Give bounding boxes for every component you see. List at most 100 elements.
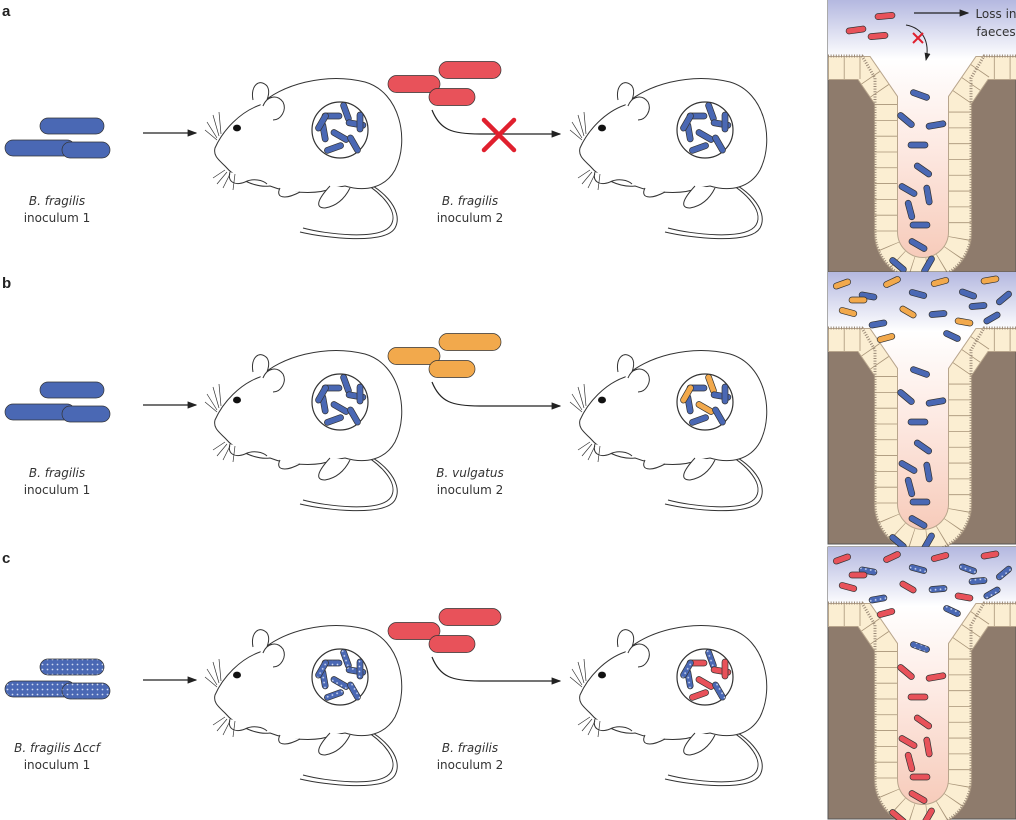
bacterium bbox=[980, 550, 1000, 560]
mouse-icon bbox=[204, 624, 403, 787]
bacterium bbox=[438, 333, 502, 351]
bacterium bbox=[347, 134, 361, 154]
panel-label: a bbox=[2, 3, 11, 20]
bacterium bbox=[39, 381, 105, 399]
intestinal-crypt bbox=[827, 271, 1016, 554]
bacterium bbox=[347, 681, 361, 701]
bacterium bbox=[61, 405, 111, 423]
epithelial-cells bbox=[828, 604, 1016, 820]
bacterium bbox=[324, 142, 344, 154]
intestinal-crypt bbox=[827, 546, 1016, 820]
crypt-bacteria bbox=[833, 275, 1012, 552]
bacterium bbox=[943, 605, 961, 617]
bacterium bbox=[923, 184, 933, 206]
bacterium bbox=[868, 594, 888, 604]
bacterium bbox=[356, 111, 364, 133]
inoculum-1-species: B. fragilis bbox=[29, 194, 85, 208]
bacterium bbox=[904, 476, 916, 498]
bacterium bbox=[910, 366, 930, 378]
bacterium bbox=[315, 112, 329, 132]
bacterium bbox=[959, 288, 977, 300]
bacterium bbox=[925, 672, 947, 682]
bacterium bbox=[897, 664, 915, 680]
bacterium bbox=[909, 221, 931, 229]
bacterium bbox=[904, 751, 916, 773]
bacterium bbox=[907, 693, 929, 701]
bacterium bbox=[996, 565, 1012, 581]
bacterium bbox=[438, 61, 502, 79]
inoculum-1-species: B. fragilis bbox=[29, 466, 85, 480]
arrow-down-icon bbox=[905, 24, 931, 61]
bacterium bbox=[845, 25, 867, 35]
bacterium bbox=[959, 563, 977, 575]
microvilli bbox=[828, 601, 1016, 820]
bacterium bbox=[868, 319, 888, 329]
bacterium bbox=[899, 305, 917, 319]
bacterium bbox=[315, 384, 329, 404]
inoculum-1-bacteria bbox=[4, 381, 111, 423]
cross-icon bbox=[912, 32, 924, 44]
bacterium bbox=[689, 142, 709, 154]
bacterium bbox=[925, 120, 947, 130]
bacterium bbox=[898, 460, 918, 474]
mouse-icon bbox=[569, 349, 768, 512]
inoculum-2-bacteria bbox=[387, 333, 502, 378]
crypt-bacteria bbox=[845, 12, 947, 275]
inoculum-1-species: B. fragilis Δccf bbox=[14, 741, 101, 755]
bacterium bbox=[908, 790, 928, 804]
crypt-note: Loss in bbox=[975, 7, 1016, 21]
bacterium bbox=[387, 75, 441, 93]
bacterium bbox=[324, 414, 344, 426]
bacterium bbox=[428, 360, 476, 378]
bacterium bbox=[721, 658, 729, 680]
bacterium bbox=[898, 735, 918, 749]
bacterium bbox=[867, 32, 889, 40]
inoculum-1-bacteria bbox=[4, 117, 111, 159]
inoculum-2-species: B. vulgatus bbox=[436, 466, 503, 480]
bacterium bbox=[968, 302, 988, 310]
bacterium bbox=[889, 257, 907, 273]
mouse-icon bbox=[569, 624, 768, 787]
gut-bacteria bbox=[680, 649, 732, 701]
inoculum-1-label: inoculum 1 bbox=[24, 483, 91, 497]
bacterium bbox=[913, 162, 933, 178]
mouse-icon bbox=[204, 349, 403, 512]
bacterium bbox=[907, 418, 929, 426]
bacterium bbox=[925, 397, 947, 407]
bacterium bbox=[848, 296, 868, 304]
bacterium bbox=[428, 635, 476, 653]
bacterium bbox=[689, 689, 709, 701]
mouse-icon bbox=[204, 77, 403, 240]
inoculum-2-label: inoculum 2 bbox=[437, 211, 504, 225]
bacterium bbox=[930, 552, 950, 562]
bacterium bbox=[680, 659, 694, 679]
inoculum-2-label: inoculum 2 bbox=[437, 758, 504, 772]
crypt-bacteria bbox=[833, 550, 1012, 820]
epithelial-cells bbox=[828, 329, 1016, 552]
bacterium bbox=[910, 89, 930, 101]
bacterium bbox=[954, 592, 974, 602]
bacterium bbox=[833, 553, 851, 565]
inoculum-1-label: inoculum 1 bbox=[24, 211, 91, 225]
bacterium bbox=[909, 498, 931, 506]
inoculum-2-bacteria bbox=[387, 61, 502, 106]
bacterium bbox=[898, 183, 918, 197]
bacterium bbox=[39, 658, 105, 676]
arrow-right-icon bbox=[431, 656, 562, 685]
bacterium bbox=[910, 641, 930, 653]
bacterium bbox=[983, 311, 1001, 325]
bacterium bbox=[876, 333, 896, 343]
bacterium bbox=[908, 238, 928, 252]
arrow-right-icon bbox=[431, 109, 562, 138]
bacterium bbox=[712, 406, 726, 426]
bacterium bbox=[680, 384, 694, 404]
bacterium bbox=[908, 564, 928, 574]
bacterium bbox=[913, 439, 933, 455]
bacterium bbox=[680, 112, 694, 132]
bacterium bbox=[889, 809, 907, 820]
bacterium bbox=[428, 88, 476, 106]
